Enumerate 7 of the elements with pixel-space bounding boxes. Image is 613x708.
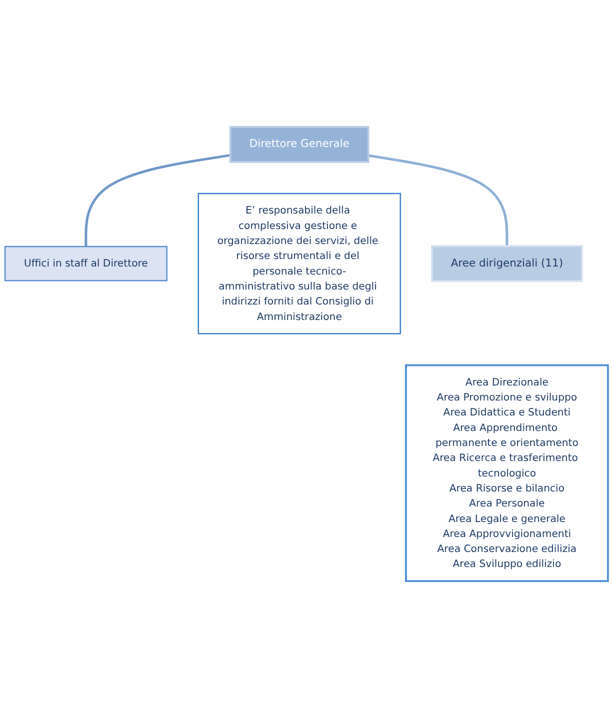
- node-box: Aree dirigenziali (11): [431, 245, 583, 282]
- connector: [84, 154, 231, 247]
- connector: [368, 154, 508, 246]
- node-box: Uffici in staff al Direttore: [4, 246, 168, 282]
- node-box: Area Direzionale Area Promozione e sviluppo Area Didattica e Studenti Area Apprendimento permanente e orientamento Area Ricerca e trasferimento tecnologico Area Risorse e bilancio Area Personale Area Legale e generale Area Approvvigionamenti Area Conservazione edilizia Area Sviluppo edilizio: [405, 364, 609, 582]
- node-box: Direttore Generale: [229, 126, 370, 163]
- node-box: E’ responsabile della complessiva gestione e organizzazione dei servizi, delle risorse strumentali e del personale tecnico-amministrativo sulla base degli indirizzi forniti dal Consiglio di Amministrazione: [198, 192, 402, 334]
